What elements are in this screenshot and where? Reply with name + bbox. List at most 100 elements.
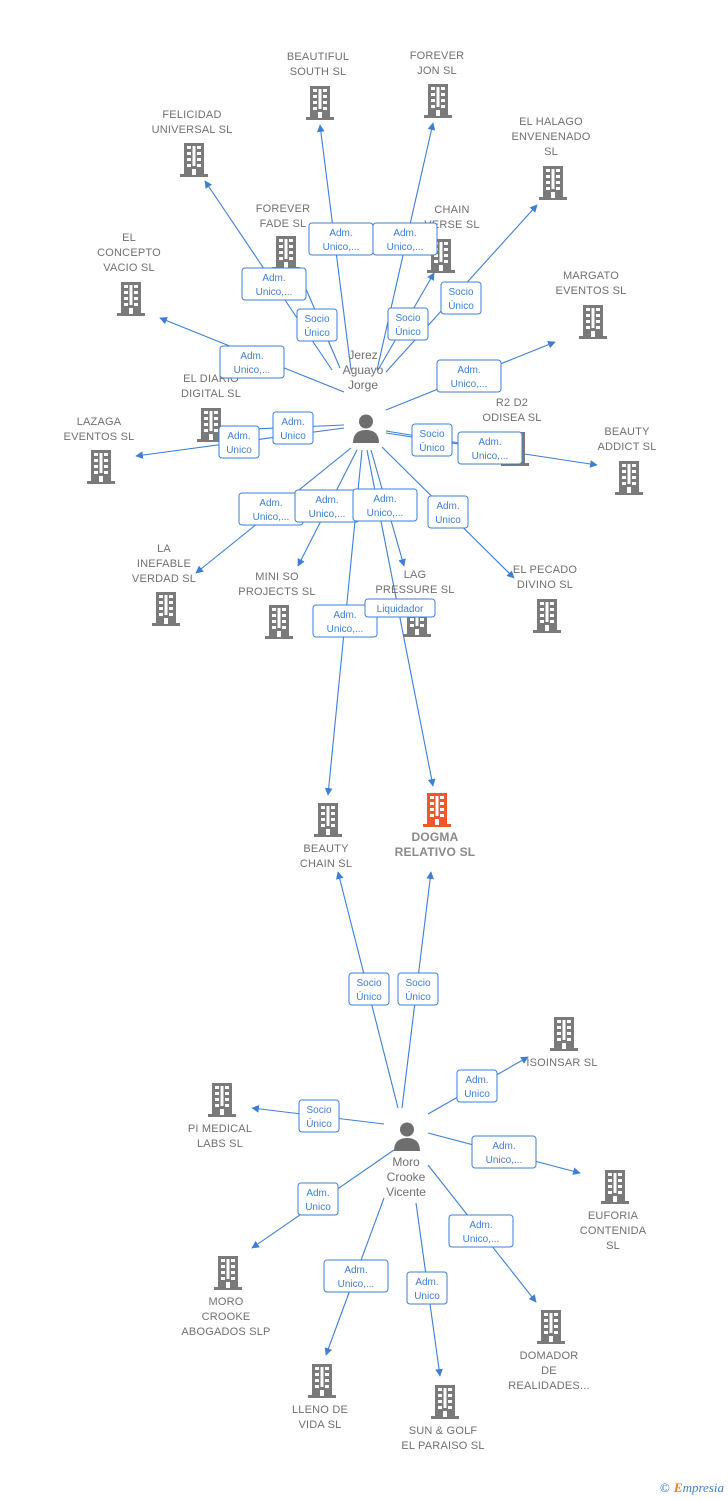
company-name-line: CONCEPTO — [97, 247, 161, 259]
role-badge-box — [298, 1099, 340, 1133]
role-badge-text: Unico,... — [338, 1279, 375, 1290]
role-badge[interactable]: Adm.Unico,... — [471, 1135, 537, 1169]
company-name-line: LABS SL — [197, 1138, 243, 1150]
role-badge-text: Unico,... — [451, 379, 488, 390]
role-badge-text: Adm. — [259, 498, 282, 509]
brand-initial: E — [673, 1480, 683, 1495]
role-badge-text: Adm. — [436, 501, 459, 512]
role-badge-box — [312, 604, 378, 638]
company-name-line: BEAUTY — [303, 843, 349, 855]
role-badge[interactable]: Adm.Unico,... — [241, 267, 307, 301]
role-badge-box — [372, 222, 438, 256]
company-name-line: UNIVERSAL SL — [152, 124, 233, 136]
role-badge[interactable]: Adm.Unico,... — [312, 604, 378, 638]
building-icon — [306, 86, 334, 120]
company-node-el_concepto[interactable]: EL CONCEPTO VACIO SL — [97, 232, 161, 316]
company-name-line: ABOGADOS SLP — [181, 1326, 270, 1338]
empresia-watermark[interactable]: ©Empresia — [660, 1480, 724, 1496]
role-badge[interactable]: Adm.Unico,... — [372, 222, 438, 256]
company-name-line: DE — [541, 1365, 557, 1377]
company-name-line: INEFABLE — [137, 558, 191, 570]
role-badge[interactable]: Adm. Unico — [427, 495, 469, 529]
role-badge-box — [406, 1271, 448, 1305]
role-badge[interactable]: Adm.Unico — [218, 425, 260, 459]
company-name-line: EL — [122, 232, 136, 244]
role-badge-text: Adm. — [344, 1265, 367, 1276]
role-badge[interactable]: Adm.Unico,... — [448, 1214, 514, 1248]
role-badge[interactable]: Liquidador — [364, 598, 436, 618]
role-badge-text: Adm. — [262, 273, 285, 284]
company-name-line: EUFORIA — [588, 1210, 639, 1222]
company-name-line: ODISEA SL — [482, 412, 541, 424]
role-badge-text: Único — [395, 325, 421, 338]
role-badge-text: Único — [356, 990, 382, 1003]
company-name-line: CROOKE — [202, 1311, 251, 1323]
role-badge-box — [448, 1214, 514, 1248]
role-badge[interactable]: Adm.Unico,... — [352, 488, 418, 522]
role-badge[interactable]: Adm.Unico — [297, 1182, 339, 1216]
role-badge[interactable]: Adm.Unico — [456, 1069, 498, 1103]
person-name-line: Jorge — [348, 378, 378, 392]
role-badge[interactable]: Adm.Unico,... — [238, 492, 304, 526]
role-badge-text: Unico — [305, 1202, 331, 1213]
role-badge-text: Adm. — [315, 495, 338, 506]
role-badge[interactable]: Adm.Unico,... — [436, 359, 502, 393]
role-badge-box — [218, 425, 260, 459]
role-badge-text: Liquidador — [377, 604, 424, 615]
role-badge-box — [440, 281, 482, 315]
role-badge[interactable]: Adm.Unico — [406, 1271, 448, 1305]
role-badge[interactable]: Adm. Unico,... — [323, 1259, 389, 1293]
company-name-line: VIDA SL — [299, 1419, 342, 1431]
role-badge-box — [397, 972, 439, 1006]
role-badge[interactable]: Adm.Unico,... — [294, 489, 360, 523]
building-icon — [308, 1364, 336, 1398]
role-badge-text: Unico — [226, 445, 252, 456]
role-badge[interactable]: Adm.Unico,... — [219, 345, 285, 379]
company-name-line: VACIO SL — [103, 262, 155, 274]
role-badge[interactable]: Adm.Unico,... — [308, 222, 374, 256]
company-node-isoinsar[interactable]: ISOINSAR SL — [526, 1017, 597, 1069]
building-icon — [117, 282, 145, 316]
company-name-line: VERDAD SL — [132, 573, 196, 585]
building-icon — [87, 450, 115, 484]
role-badge[interactable]: Adm.Unico — [272, 411, 314, 445]
role-badge-text: Unico — [435, 515, 461, 526]
company-node-domador[interactable]: DOMADORDEREALIDADES... — [508, 1310, 590, 1392]
role-badge[interactable]: Adm.Unico,... — [457, 431, 523, 465]
building-icon — [601, 1170, 629, 1204]
role-badge-box — [272, 411, 314, 445]
company-name-line: LAZAGA — [77, 416, 122, 428]
company-name-line: EL PARAISO SL — [401, 1440, 484, 1452]
company-name-line: SL — [544, 146, 558, 158]
